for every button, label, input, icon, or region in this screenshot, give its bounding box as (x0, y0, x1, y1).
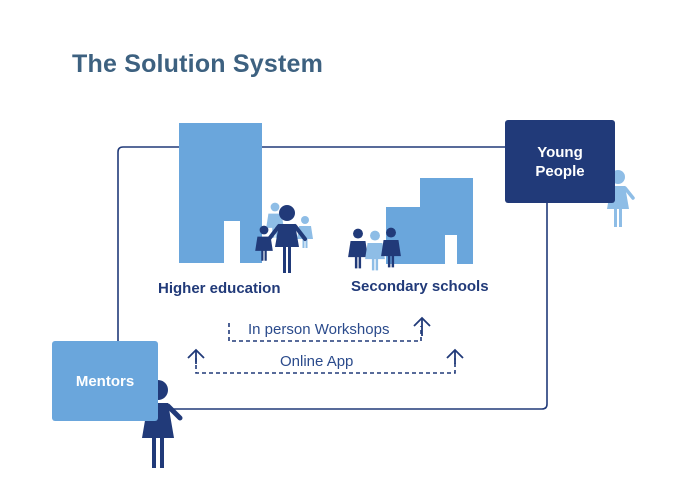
pupils-group-icon (348, 227, 401, 271)
secondary-schools-label: Secondary schools (351, 278, 489, 295)
system-frame (117, 146, 548, 410)
app-flow-arrow (187, 348, 464, 374)
young-people-node: Young People (505, 120, 615, 203)
mentors-node: Mentors (52, 341, 158, 421)
higher-education-building-icon (179, 123, 262, 263)
young-people-label: Young People (535, 143, 585, 180)
higher-education-label: Higher education (158, 280, 281, 297)
workshops-flow-arrow (228, 316, 431, 342)
app-flow-label: Online App (280, 353, 354, 370)
page-title: The Solution System (72, 50, 324, 78)
mentors-label: Mentors (75, 372, 135, 390)
workshops-flow-label: In person Workshops (248, 321, 390, 338)
students-group-icon (255, 202, 313, 273)
